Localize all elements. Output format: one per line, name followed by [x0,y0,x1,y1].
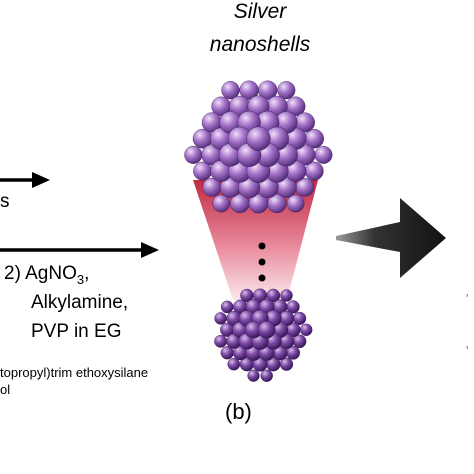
nanoparticle-sphere [220,300,234,314]
nanoparticle-sphere [277,81,296,100]
figure-caption: (b) [225,399,252,424]
nanoparticle-sphere [248,193,269,214]
nanoparticle-sphere [214,312,227,325]
nanoparticle-sphere [239,80,259,100]
reaction-arrow-upper [0,172,50,188]
bottom-note-line-1: topropyl)trim ethoxysilane [0,365,149,380]
title-line-2: nanoshells [209,33,311,56]
nanoparticle-sphere [280,289,293,302]
large-nanoshell-cluster [184,80,333,214]
title-line-1: Silver [233,0,287,23]
step2-line-2: Alkylamine, [31,292,129,313]
ellipsis-dot [258,258,266,266]
right-edge-mark: ' [466,343,469,358]
bottom-note-line-2: ol [0,382,11,397]
nanoparticle-sphere [247,369,260,382]
nanoparticle-sphere [286,194,305,213]
step2-line-1: 2) AgNO3, [4,262,89,291]
nanoparticle-sphere [314,145,333,164]
small-nanoshell-cluster [214,288,313,382]
nanoparticle-sphere [227,357,241,371]
nanoparticle-sphere [260,369,273,382]
right-edge-mark: ' [466,291,469,306]
nanoparticle-sphere [212,194,230,213]
nanoparticle-sphere [221,81,240,100]
step2-line-1-suffix: , [84,263,90,284]
nanoparticle-sphere [246,126,271,151]
nanoparticle-sphere [184,145,203,164]
nanoparticle-sphere [253,288,268,303]
large-right-arrow [336,198,446,278]
step2-line-1-subscript: 3 [76,271,85,287]
ellipsis-dot [258,274,266,282]
nanoparticle-sphere [214,334,228,348]
ellipsis-dot [258,242,266,250]
step2-line-1-prefix: 2) AgNO [4,263,77,284]
nanoparticle-sphere [258,321,276,339]
left-label-fragment: s [0,191,10,212]
reaction-arrow-lower [0,242,159,258]
step2-line-3: PVP in EG [31,321,122,342]
nanoparticle-sphere [300,323,313,336]
